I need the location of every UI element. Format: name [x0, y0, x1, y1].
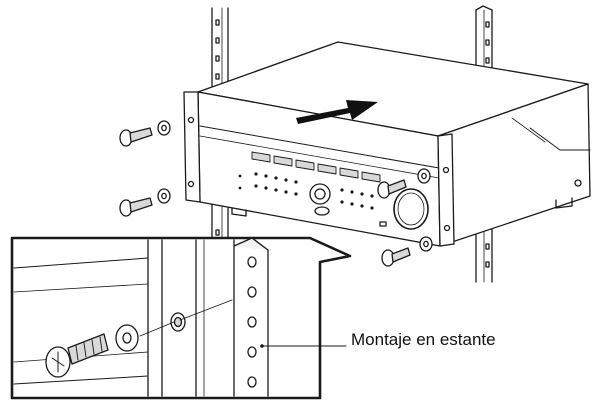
- screw-icon-top-left: [119, 127, 153, 147]
- screw-icon-bottom-right: [381, 247, 411, 267]
- washer-icon-bottom-right: [419, 236, 433, 252]
- screw-icon-bottom-left: [119, 197, 153, 217]
- washer-icon-top-left: [157, 120, 171, 136]
- left-rack-ear: [183, 91, 201, 203]
- screw-icon-zoom: [45, 333, 109, 378]
- receiver-unit: [197, 41, 591, 247]
- push-arrow-icon: [296, 100, 378, 124]
- washer-icon-top-right: [417, 168, 431, 184]
- right-rack-ear: [437, 133, 455, 247]
- screw-icon-top-right: [377, 179, 407, 199]
- washer-icon-zoom: [115, 324, 139, 352]
- rack-mount-label: Montaje en estante: [351, 330, 496, 349]
- washer-icon-bottom-left: [157, 188, 171, 204]
- zoom-callout: [10, 236, 352, 400]
